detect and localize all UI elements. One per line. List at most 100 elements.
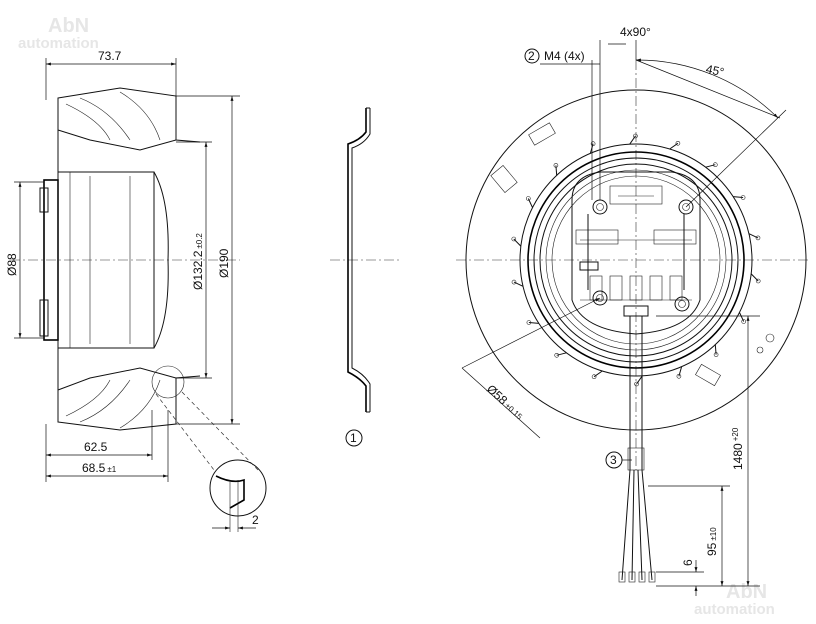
front-view: 4x90° 2 M4 (4x) 45° Ø58±0.15 3 1480 (456, 25, 810, 596)
bolt-circle-ext (461, 367, 541, 439)
inlet-ring-bottom (175, 375, 201, 424)
label-plate-left (575, 229, 619, 245)
housing-side-lines (587, 214, 685, 290)
callout-2-label: M4 (4x) (544, 49, 585, 63)
blade-tip-end (511, 279, 517, 285)
callout-2: 2 (528, 49, 535, 63)
blade-curves-top (65, 91, 161, 141)
housing-fin (589, 275, 603, 301)
detail-leader (155, 393, 215, 471)
housing-recess (609, 185, 663, 205)
rotor-body (57, 171, 155, 349)
angle-ext-line (685, 109, 787, 208)
blade-tip (556, 352, 567, 356)
dim-hole-angle: 4x90° (620, 25, 651, 39)
plate-dot (756, 346, 764, 354)
blade-tip-end (633, 133, 638, 139)
mounting-hole-inner (678, 300, 686, 308)
mounting-hole (678, 199, 694, 215)
blade-tip-end (511, 236, 517, 242)
label-plate-right (653, 229, 697, 245)
rotor-outer (527, 151, 745, 369)
watermark-brand: AbN (48, 15, 89, 37)
plate-marking (695, 363, 721, 387)
wire-end (618, 571, 626, 583)
blade-tip (555, 165, 558, 176)
blade-tip-end (591, 374, 597, 380)
watermark-tagline: automation (694, 601, 775, 618)
blade-tip (750, 273, 759, 282)
mounting-hole (592, 199, 608, 215)
cable-gland (623, 305, 649, 317)
blade-tips (511, 133, 761, 387)
detail-marker (151, 365, 185, 399)
housing-fin (629, 275, 643, 301)
detail-dim: 2 (252, 513, 259, 527)
dim-cable-length: 1480+20 (731, 427, 745, 470)
dim-depth-1: 62.5 (84, 440, 108, 454)
rotor-ring (545, 169, 727, 351)
plate-marking (490, 165, 518, 193)
blade-tip-end (755, 278, 761, 284)
blade-curves-bottom (65, 379, 161, 429)
blade-tip (636, 375, 643, 385)
dim-outer-diameter: Ø190 (217, 248, 231, 278)
rotor-ring (533, 157, 739, 363)
housing-fin (649, 275, 663, 301)
electronics-housing (571, 171, 701, 335)
blade-tip (714, 344, 717, 355)
callout-3: 3 (610, 453, 617, 467)
dim-depth-2: 68.5±1 (82, 461, 117, 475)
bolt-circle-dim (461, 297, 601, 369)
blade-tip (528, 322, 539, 324)
dim-wire-end: 6 (681, 559, 695, 566)
watermark-brand: AbN (726, 581, 767, 603)
watermark-top-left: AbN automation (18, 15, 99, 52)
dim-bolt-circle: Ø58±0.15 (484, 382, 527, 423)
connector-top (39, 187, 49, 213)
mounting-hole-inner (596, 203, 604, 211)
blade-tip-end (634, 381, 639, 387)
blade-bottom (57, 367, 177, 431)
detail-profile (215, 475, 245, 509)
wire-end (628, 571, 636, 583)
detail-leader (181, 391, 259, 471)
blade-tip-end (740, 195, 746, 200)
mounting-hole-inner (682, 203, 690, 211)
cable-sleeve (627, 447, 645, 471)
inlet-ring-top (175, 96, 201, 143)
dim-angle: 45° (705, 62, 726, 80)
plate-dot (765, 333, 775, 343)
watermark-tagline: automation (18, 35, 99, 52)
rotor-dome (153, 171, 169, 349)
plate-marking (528, 122, 556, 146)
blade-tip-end (755, 235, 761, 241)
watermark-bottom-right: AbN automation (694, 581, 775, 618)
blade-tip (678, 366, 683, 377)
housing-fin (609, 275, 623, 301)
housing-fin (669, 275, 683, 301)
blade-tip (748, 233, 759, 239)
blade-top (57, 87, 177, 151)
blade-tip (593, 370, 603, 378)
cable-wires (621, 469, 653, 581)
blade-tip (527, 198, 533, 208)
blade-tip (513, 238, 522, 247)
blade-tip (705, 164, 716, 168)
blade-tip-end (590, 141, 596, 146)
blade-tip-end (712, 162, 718, 167)
dim-strip-length: 95±10 (705, 527, 719, 556)
blade-ring (519, 143, 753, 377)
connector-bottom (39, 299, 49, 337)
side-view: 73.7 Ø88 Ø132.2±0.2 Ø (5, 49, 267, 532)
blade-tip (739, 312, 745, 322)
blade-tip-end (713, 352, 719, 357)
mounting-holes (592, 199, 694, 312)
angle-arc (635, 58, 779, 119)
blade-tip-end (676, 373, 682, 379)
blade-tip-end (553, 163, 559, 168)
blade-tip (733, 196, 744, 198)
callout-1: 1 (350, 431, 357, 445)
blade-tip (669, 142, 679, 150)
